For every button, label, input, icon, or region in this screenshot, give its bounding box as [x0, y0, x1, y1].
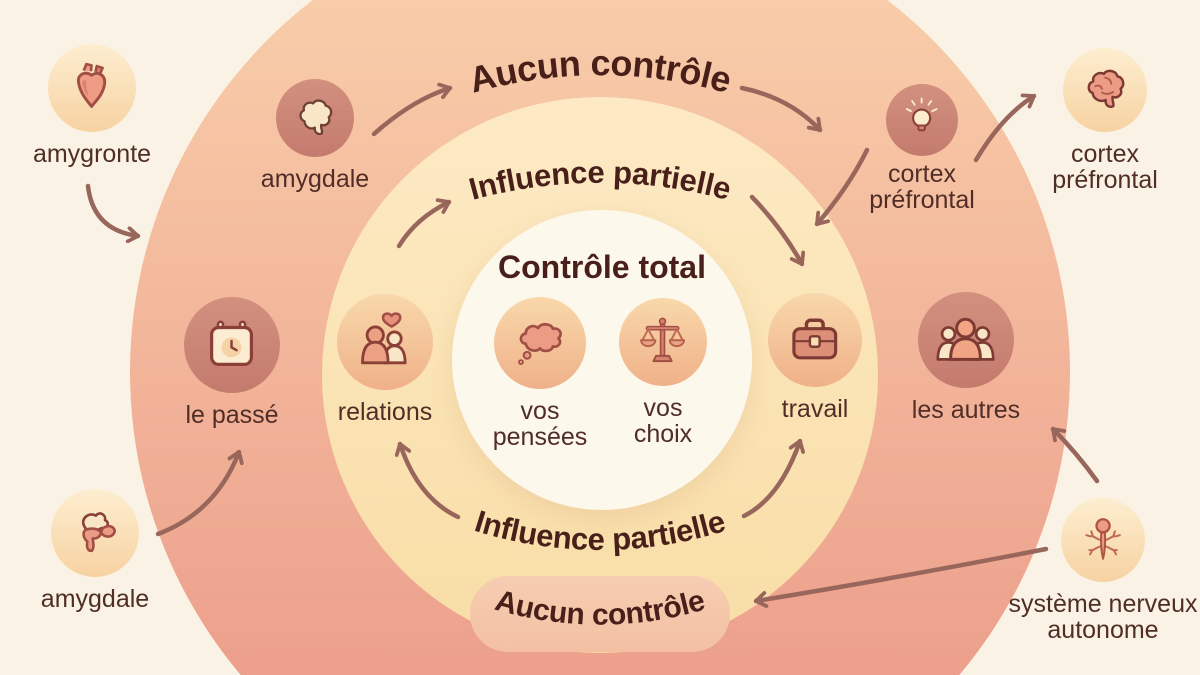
total-control-heading: Contrôle total [498, 249, 706, 285]
arrow-partial-influence-right-down [749, 194, 806, 267]
thought-cloud-icon [494, 297, 586, 389]
travail-label: travail [781, 395, 849, 423]
item-vos-choix: vos choix [558, 298, 768, 447]
neuron-icon [1061, 498, 1145, 582]
arrow-nervous-system-to-les-autres [1050, 426, 1100, 484]
partial-influence-bottom-text: Influence partielle [471, 503, 729, 557]
brain-icon [276, 79, 354, 157]
partial-influence-bottom-heading: Influence partielle [471, 503, 729, 557]
partial-influence-top-text: Influence partielle [465, 155, 735, 207]
brain-icon [1063, 48, 1147, 132]
le-passe-label: le passé [185, 401, 279, 429]
item-cortex-prefrontal-outer: cortex préfrontal [1000, 48, 1200, 193]
heart-icon [48, 44, 136, 132]
item-cortex-prefrontal-inner: cortex préfrontal [817, 84, 1027, 213]
item-amygronte: amygronte [0, 44, 197, 167]
item-relations: relations [280, 294, 490, 425]
cortex-inner-label-line2: préfrontal [869, 186, 975, 214]
partial-influence-top-heading: Influence partielle [465, 155, 734, 207]
systeme-nerveux-label-line1: système nerveux [1008, 590, 1198, 618]
briefcase-icon [768, 293, 862, 387]
amygdale-top-label: amygdale [260, 165, 370, 193]
arrow-up-to-travail [741, 438, 805, 519]
amygdale-bottom-label: amygdale [40, 585, 150, 613]
les-autres-label: les autres [911, 396, 1021, 424]
arrow-cortex-inner-to-outer [973, 93, 1037, 163]
vos-choix-label-line2: choix [633, 420, 693, 448]
people-heart-icon [337, 294, 433, 390]
item-amygdale-bottom: amygdale [0, 489, 200, 612]
item-travail: travail [710, 293, 920, 422]
calendar-clock-icon [184, 297, 280, 393]
amygronte-label: amygronte [32, 140, 152, 168]
vos-pensees-label-line1: vos [520, 397, 560, 425]
no-control-bottom-text: Aucun contrôle [492, 584, 709, 632]
systeme-nerveux-label-line2: autonome [1047, 616, 1159, 644]
group-icon [918, 292, 1014, 388]
lightbulb-icon [886, 84, 958, 156]
vos-choix-label-line1: vos [643, 394, 683, 422]
no-control-bottom-pill [470, 576, 730, 652]
arrow-amygronte-into-circle [85, 183, 141, 244]
vos-pensees-label-line2: pensées [492, 423, 588, 451]
no-control-top-heading: Aucun contrôle [465, 42, 736, 101]
no-control-bottom-heading: Aucun contrôle [492, 584, 709, 632]
item-vos-pensees: vos pensées [435, 297, 645, 450]
cortex-outer-label-line2: préfrontal [1052, 166, 1158, 194]
item-systeme-nerveux: système nerveux autonome [998, 498, 1200, 643]
arrow-nervous-system-to-no-control [753, 546, 1049, 608]
arrow-up-to-relations [394, 441, 461, 520]
arrow-amygdale-to-le-passe [155, 449, 244, 537]
item-les-autres: les autres [861, 292, 1071, 423]
arrow-no-control-right-down [739, 85, 823, 133]
cortex-inner-label-line1: cortex [887, 160, 957, 188]
arrow-amygdale-to-no-control [371, 82, 453, 137]
arrow-cortex-into-rings [814, 147, 870, 227]
no-control-top-text: Aucun contrôle [465, 42, 736, 101]
arrow-to-partial-influence-left [396, 198, 452, 249]
amygdala-icon [51, 489, 139, 577]
relations-label: relations [337, 398, 433, 426]
cortex-outer-label-line1: cortex [1070, 140, 1140, 168]
item-amygdale-top: amygdale [210, 79, 420, 192]
scales-icon [619, 298, 707, 386]
item-le-passe: le passé [127, 297, 337, 428]
